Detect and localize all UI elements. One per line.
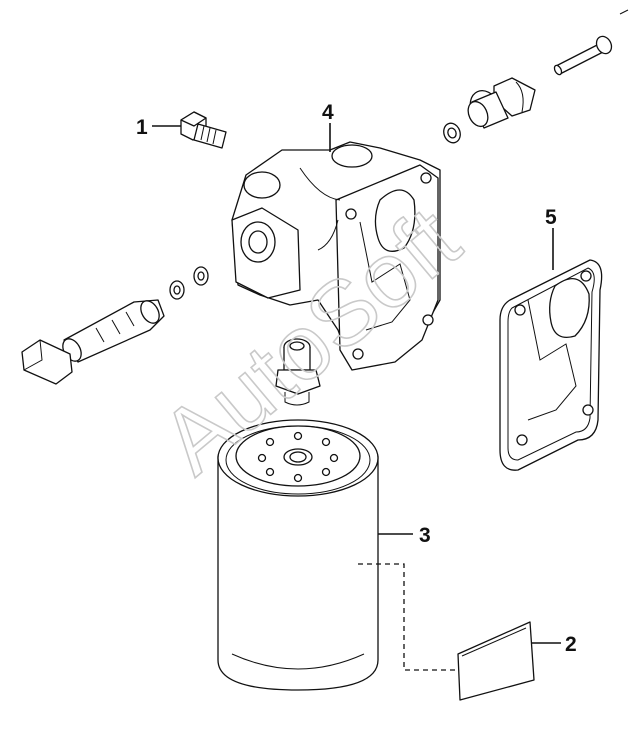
threaded-nipple[interactable]	[275, 338, 321, 406]
drain-valve-assembly[interactable]	[21, 266, 209, 385]
dashed-association-line	[358, 563, 458, 671]
callout-3: 3	[419, 524, 431, 547]
sensor-fitting[interactable]	[464, 77, 536, 130]
gasket-part-5[interactable]	[499, 259, 603, 471]
callout-1: 1	[136, 116, 148, 139]
fuel-filter-cartridge-part-3[interactable]	[217, 419, 379, 691]
corner-mark	[619, 9, 629, 15]
label-plate-part-2[interactable]	[457, 621, 535, 701]
filter-head-housing-part-4[interactable]	[231, 141, 441, 371]
callout-4: 4	[322, 101, 334, 124]
callout-5: 5	[545, 206, 557, 229]
rod-pin[interactable]	[553, 34, 614, 76]
bolt-part-1[interactable]	[180, 111, 227, 149]
callout-2: 2	[565, 633, 577, 656]
washer-top[interactable]	[441, 121, 463, 145]
